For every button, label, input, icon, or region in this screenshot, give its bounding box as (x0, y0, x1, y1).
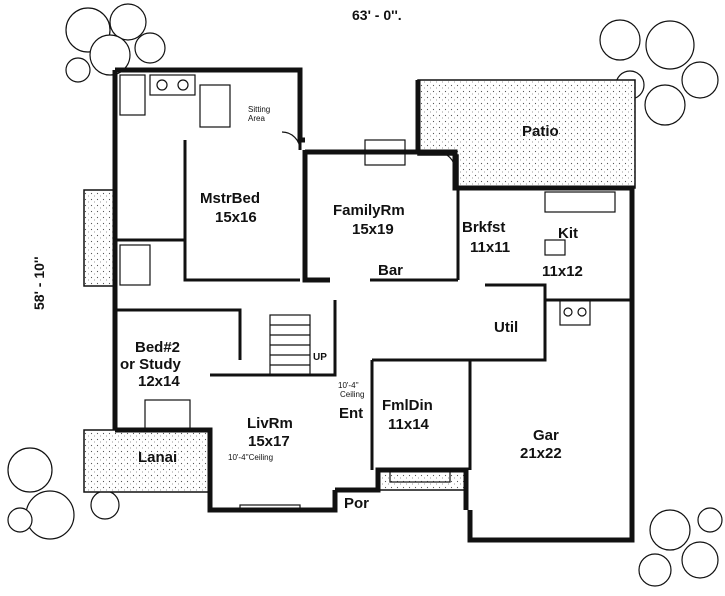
garage-label: Gar (533, 427, 559, 444)
fixtures (119, 74, 616, 512)
family-dining-label: FmlDin (382, 397, 433, 414)
depth-dimension: 58' - 10'' (31, 256, 47, 310)
bar-label: Bar (378, 262, 403, 279)
porch-label: Por (344, 495, 369, 512)
porch-slab (377, 469, 467, 491)
stairs-up-label: UP (313, 352, 327, 363)
sitting-sub-label: Area (248, 114, 265, 123)
side-planter (83, 189, 115, 287)
kitchen-label: Kit (558, 225, 578, 242)
tree-bottom-right (638, 507, 723, 587)
bed2-label: Bed#2 (135, 339, 180, 356)
family-room-size: 15x19 (352, 221, 394, 238)
lanai-slab (83, 429, 211, 493)
master-bed-size: 15x16 (215, 209, 257, 226)
family-room-label: FamilyRm (333, 202, 405, 219)
garage-size: 21x22 (520, 445, 562, 462)
patio-label: Patio (522, 123, 559, 140)
entry-ceiling-top: 10'-4'' (338, 381, 359, 390)
family-dining-size: 11x14 (388, 416, 430, 433)
lanai-label: Lanai (138, 449, 177, 466)
bed2-alt-label: or Study (120, 356, 181, 373)
tree-top-right (599, 19, 719, 126)
kitchen-size: 11x12 (542, 263, 583, 280)
living-ceiling-label: 10'-4''Ceiling (228, 453, 273, 462)
breakfast-label: Brkfst (462, 219, 505, 236)
entry-ceiling-bottom: Ceiling (340, 390, 364, 399)
sitting-label: Sitting (248, 105, 270, 114)
bed2-size: 12x14 (138, 373, 180, 390)
living-room-size: 15x17 (248, 433, 290, 450)
living-room-label: LivRm (247, 415, 293, 432)
breakfast-size: 11x11 (470, 239, 510, 256)
tree-top-left (65, 3, 166, 83)
interior-walls (115, 70, 632, 470)
width-dimension: 63' - 0''. (352, 7, 402, 23)
entry-label: Ent (339, 405, 363, 422)
master-bed-label: MstrBed (200, 190, 260, 207)
util-label: Util (494, 319, 518, 336)
stairs (269, 314, 311, 376)
